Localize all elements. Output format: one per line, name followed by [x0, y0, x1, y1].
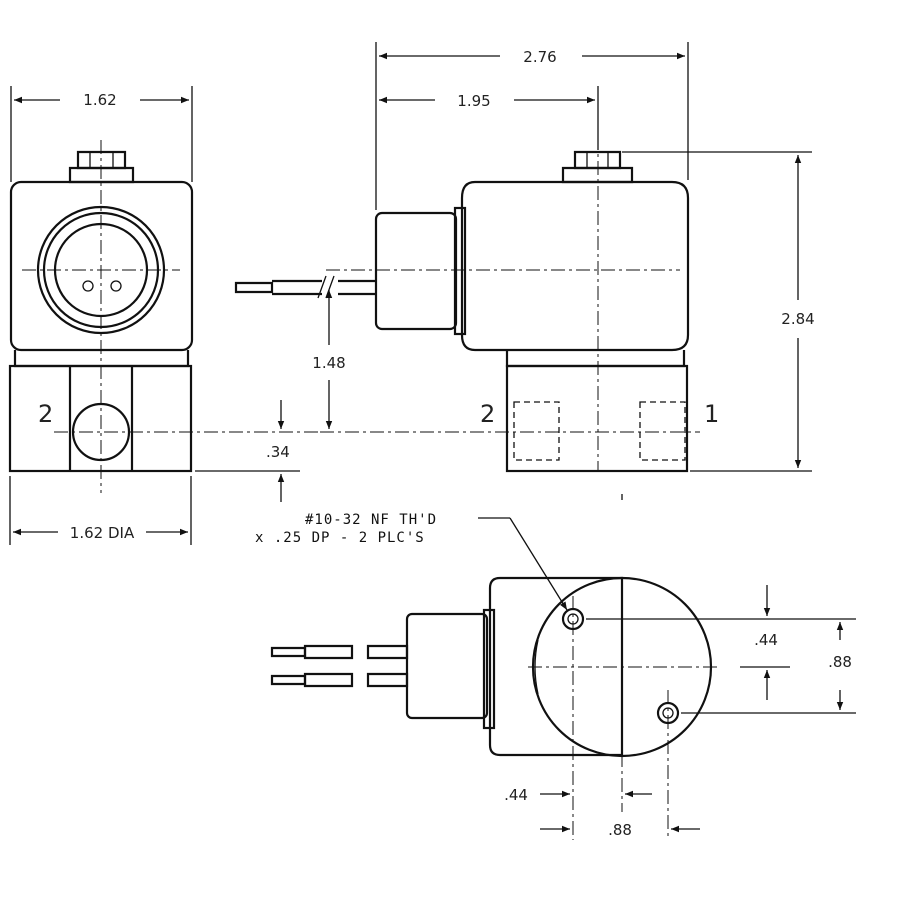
- side-coil-body: [460, 180, 690, 352]
- dim-body-length: 1.95: [457, 92, 490, 110]
- side-hidden-port-2: [513, 401, 560, 461]
- front-pin-left: [82, 280, 94, 292]
- dim-hole-offset-x: .44: [504, 786, 528, 804]
- dim-front-width: 1.62: [83, 91, 116, 109]
- side-connector-housing: [374, 211, 458, 331]
- side-port-label-1: 1: [704, 400, 719, 428]
- side-valve-base: [505, 364, 689, 473]
- side-port-label-2: 2: [480, 400, 495, 428]
- bottom-view: #10-32 NF TH'D x .25 DP - 2 PLC'S: [255, 512, 856, 840]
- dim-front-base-dia: 1.62 DIA: [70, 524, 135, 542]
- bottom-coil-flange: [482, 608, 496, 730]
- thread-note-line1: #10-32 NF TH'D: [305, 512, 437, 528]
- front-view: 2 1.62 1.62 DIA .34: [8, 86, 320, 545]
- side-lead-wire: [272, 279, 322, 296]
- front-port-label: 2: [38, 400, 53, 428]
- dim-lead-height: 1.48: [312, 354, 345, 372]
- front-port-boss: [68, 366, 134, 470]
- dim-overall-height: 2.84: [781, 310, 814, 328]
- bottom-coil-body: [488, 576, 624, 757]
- side-lead-tip: [234, 281, 274, 294]
- dim-hole-offset-y: .44: [754, 631, 778, 649]
- side-neck: [505, 350, 686, 368]
- front-pin-right: [110, 280, 122, 292]
- bottom-lead-tip-upper: [270, 646, 307, 658]
- dim-port-offset: .34: [266, 443, 290, 461]
- side-nut-washer: [561, 166, 634, 184]
- front-nut-washer: [68, 166, 135, 184]
- side-view: 2 1 2.76 1.95 2.84 1.48: [234, 42, 815, 473]
- dim-hole-spacing-x: .88: [608, 821, 632, 839]
- bottom-connector-housing: [405, 612, 489, 720]
- bottom-lead-tip-lower: [270, 674, 307, 686]
- dim-overall-length: 2.76: [523, 48, 556, 66]
- thread-note-line2: x .25 DP - 2 PLC'S: [255, 530, 425, 546]
- side-hidden-port-1: [639, 401, 686, 461]
- dim-hole-spacing-y: .88: [828, 653, 852, 671]
